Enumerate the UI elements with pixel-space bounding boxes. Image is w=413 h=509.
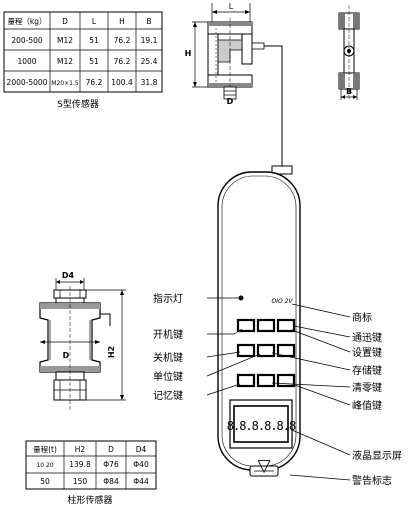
label-peak: 峰值键 [352, 399, 382, 412]
setting-key[interactable] [276, 318, 296, 333]
s-cell: 2000-5000 [7, 78, 48, 87]
s-header-l: L [92, 17, 97, 26]
col-cell: 139.8 [69, 460, 91, 469]
dim-d-label: D [227, 97, 234, 106]
label-warning: 警告标志 [352, 474, 392, 487]
column-sensor-caption: 柱形传感器 [67, 494, 112, 506]
col-cell: Φ84 [103, 477, 119, 486]
label-unit: 单位键 [153, 370, 183, 383]
col-cell: 10 20 [36, 462, 53, 469]
s-sensor-front-view: L H D [185, 2, 283, 170]
col-header-d4: D4 [136, 445, 147, 454]
dim-b-label: B [346, 87, 352, 96]
s-sensor-caption: S型传感器 [57, 98, 99, 110]
dim-h2-label: H2 [107, 346, 116, 358]
lcd-display: 8.8.8.8.8.8 [227, 399, 297, 449]
column-sensor-table: 量程(t) H2 D D4 10 20 139.8 Φ76 Φ40 50 150… [25, 440, 157, 490]
label-indicator: 指示灯 [153, 292, 183, 305]
warning-triangle-icon: ▽ [257, 456, 271, 476]
label-store: 存储键 [352, 364, 382, 377]
label-power-on: 开机键 [153, 328, 183, 341]
s-header-d: D [62, 17, 68, 26]
col-cell: Φ44 [133, 477, 149, 486]
label-zero: 清零键 [352, 381, 382, 394]
col-cell: 150 [73, 477, 88, 486]
s-sensor-table: 量程（kg） D L H B 200-500 M12 51 76.2 19.1 … [3, 11, 163, 93]
col-header-d: D [108, 445, 114, 454]
col-cell: 50 [40, 477, 50, 486]
indicator-light [238, 295, 244, 301]
leader-lines [206, 297, 351, 481]
dim-l-label: L [229, 2, 234, 11]
col-header-range: 量程(t) [33, 445, 57, 454]
label-memory: 记忆键 [153, 389, 183, 402]
store-key[interactable] [276, 343, 296, 358]
s-cell: 51 [89, 36, 99, 45]
s-cell: 100.4 [111, 78, 133, 87]
unit-key[interactable] [256, 343, 276, 358]
column-sensor-drawing: D4 D H2 [39, 271, 126, 412]
col-header-h2: H2 [75, 445, 86, 454]
s-cell: 76.2 [86, 78, 103, 87]
s-cell: 1000 [17, 57, 36, 66]
label-shortcut: 通迅键 [352, 331, 382, 344]
brand-mark: OIO 2V [271, 298, 293, 305]
label-brand: 商标 [352, 311, 372, 324]
power-off-key[interactable] [236, 343, 256, 358]
peak-key[interactable] [276, 373, 296, 388]
zero-key[interactable] [256, 373, 276, 388]
label-lcd: 液晶显示屏 [352, 449, 402, 462]
s-header-b: B [146, 17, 151, 26]
s-cell: 25.4 [141, 57, 158, 66]
s-cell: 19.1 [141, 36, 158, 45]
dim-d-column-label: D [63, 351, 70, 360]
s-sensor-side-view: B [338, 5, 360, 100]
key-row-2 [236, 343, 296, 358]
s-cell: M12 [57, 57, 73, 66]
s-cell: M20×1.5 [51, 80, 79, 87]
s-cell: 51 [89, 57, 99, 66]
key-row-1 [236, 318, 296, 333]
s-header-range: 量程（kg） [7, 17, 46, 26]
s-cell: 31.8 [141, 78, 158, 87]
col-cell: Φ40 [133, 460, 149, 469]
label-setting: 设置键 [352, 346, 382, 359]
shortcut-key[interactable] [256, 318, 276, 333]
s-header-h: H [119, 17, 125, 26]
s-cell: 76.2 [114, 36, 131, 45]
label-power-off: 关机键 [153, 351, 183, 364]
dim-h-label: H [185, 49, 192, 58]
lcd-digits: 8.8.8.8.8.8 [227, 419, 296, 433]
col-cell: Φ76 [103, 460, 119, 469]
s-cell: 76.2 [114, 57, 131, 66]
dim-d4-label: D4 [62, 271, 75, 280]
s-cell: M12 [57, 36, 73, 45]
key-row-3 [236, 373, 296, 388]
power-on-key[interactable] [236, 318, 256, 333]
memory-key[interactable] [236, 373, 256, 388]
s-cell: 200-500 [11, 36, 43, 45]
